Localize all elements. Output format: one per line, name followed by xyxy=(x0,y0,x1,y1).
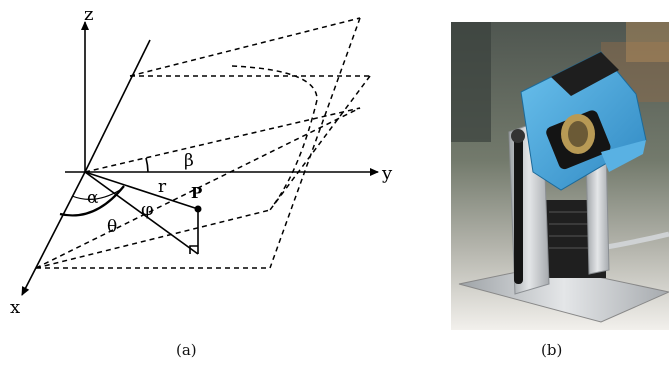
caption-b: (b) xyxy=(541,341,563,359)
tilted-plane-edge xyxy=(84,39,151,173)
drive-belt xyxy=(514,134,523,284)
phi-label: φ xyxy=(141,199,154,220)
theta-arc xyxy=(71,189,121,200)
scanner-photo xyxy=(451,22,669,330)
alpha-arc xyxy=(59,185,125,217)
theta-label: θ xyxy=(107,217,117,237)
range-vector xyxy=(84,171,199,255)
range-label: r xyxy=(158,177,167,197)
beta-label: β xyxy=(184,151,194,171)
x-axis-label: x xyxy=(10,297,20,318)
z-axis-label: z xyxy=(84,4,93,25)
beta-arc xyxy=(145,157,149,173)
point-label: P xyxy=(191,184,202,202)
alpha-label: α xyxy=(87,188,99,208)
caption-a: (a) xyxy=(176,341,197,359)
scan-planes xyxy=(35,17,371,269)
point-p xyxy=(194,205,202,213)
coordinate-diagram: z y x β α θ φ r P xyxy=(10,4,393,318)
y-axis-label: y xyxy=(381,163,393,184)
x-axis xyxy=(21,171,86,296)
